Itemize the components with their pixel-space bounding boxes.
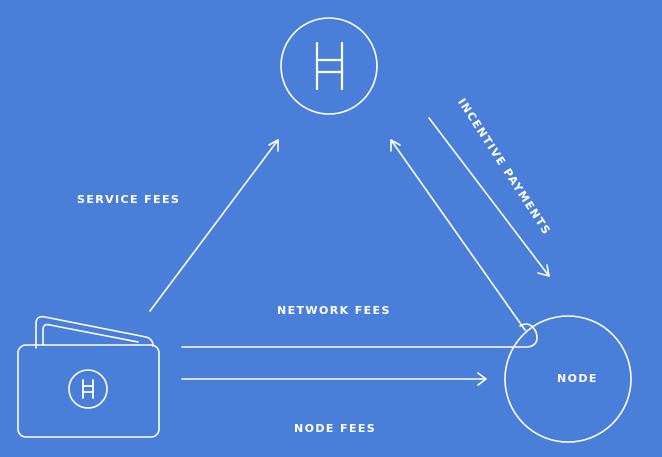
service-fees-arrow [149, 139, 279, 312]
network-to-hedera-arrow [390, 139, 526, 331]
network-fees-label: NETWORK FEES [277, 304, 391, 317]
wallet-icon [17, 315, 160, 438]
incentive-payments-arrow [428, 117, 550, 277]
wallet-hbar-icon [82, 379, 94, 399]
node-fees-label: NODE FEES [294, 422, 377, 435]
node-label: NODE [557, 372, 598, 385]
hedera-circle [280, 17, 378, 115]
wallet-coin [68, 369, 108, 409]
service-fees-label: SERVICE FEES [77, 193, 181, 206]
network-fees-line [181, 323, 538, 348]
wallet-inner-card [42, 323, 139, 346]
wallet-body [17, 344, 160, 438]
hbar-icon [315, 41, 344, 91]
wallet-back-card [35, 315, 154, 349]
node-circle [504, 315, 632, 443]
hedera-network-node [280, 17, 378, 115]
node-fees-arrow [181, 372, 487, 386]
